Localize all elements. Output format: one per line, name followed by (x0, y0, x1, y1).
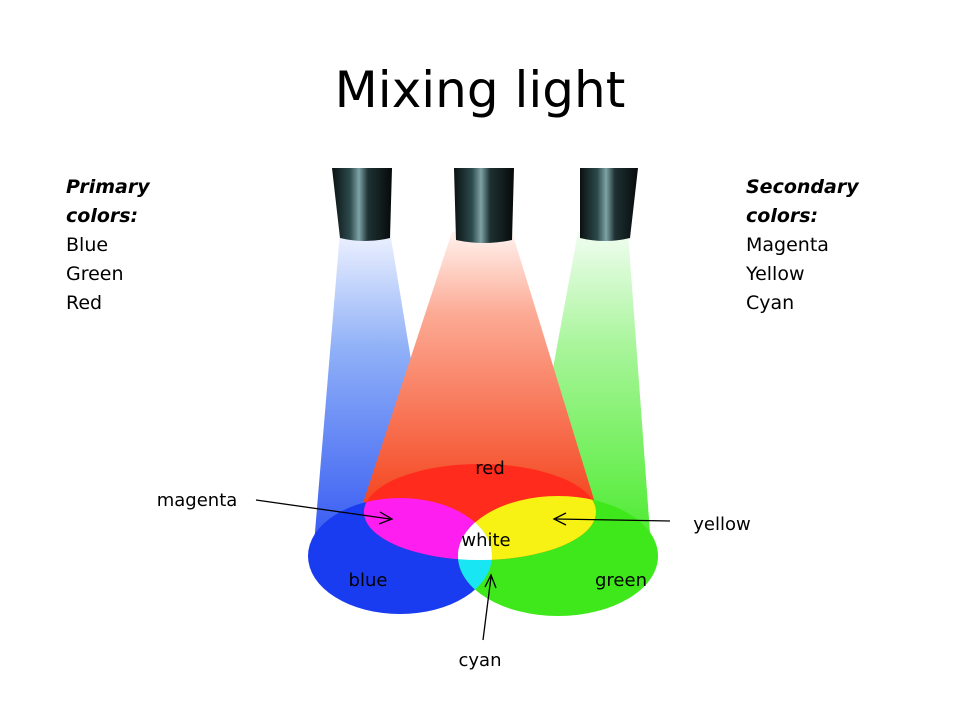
white-label: white (461, 530, 510, 551)
primary-color-item: Red (66, 292, 103, 314)
secondary-color-item: Yellow (746, 263, 805, 285)
red-label: red (475, 458, 505, 479)
primary-color-item: Blue (66, 234, 109, 256)
blue-lamp (332, 168, 392, 241)
yellow-callout-arrow (552, 512, 671, 526)
slide-title: Mixing light (334, 61, 626, 119)
cyan-label: cyan (459, 650, 502, 671)
green-label: green (595, 570, 647, 591)
primary-colors-heading: Primary colors: (66, 176, 150, 227)
magenta-label: magenta (157, 490, 238, 511)
secondary-colors-heading: Secondary colors: (746, 176, 859, 227)
red-lamp (454, 168, 514, 243)
green-lamp (580, 168, 638, 241)
secondary-color-item: Cyan (746, 292, 795, 314)
red-light-beam (362, 232, 596, 506)
blue-label: blue (349, 570, 388, 591)
secondary-colors-list: Secondary colors: Magenta Yellow Cyan (746, 173, 866, 318)
magenta-callout-arrow (255, 499, 394, 525)
primary-colors-list: Primary colors: Blue Green Red (66, 173, 186, 318)
secondary-color-item: Magenta (746, 234, 829, 256)
primary-color-item: Green (66, 263, 124, 285)
cyan-callout-arrow (482, 573, 497, 641)
yellow-label: yellow (693, 514, 750, 535)
